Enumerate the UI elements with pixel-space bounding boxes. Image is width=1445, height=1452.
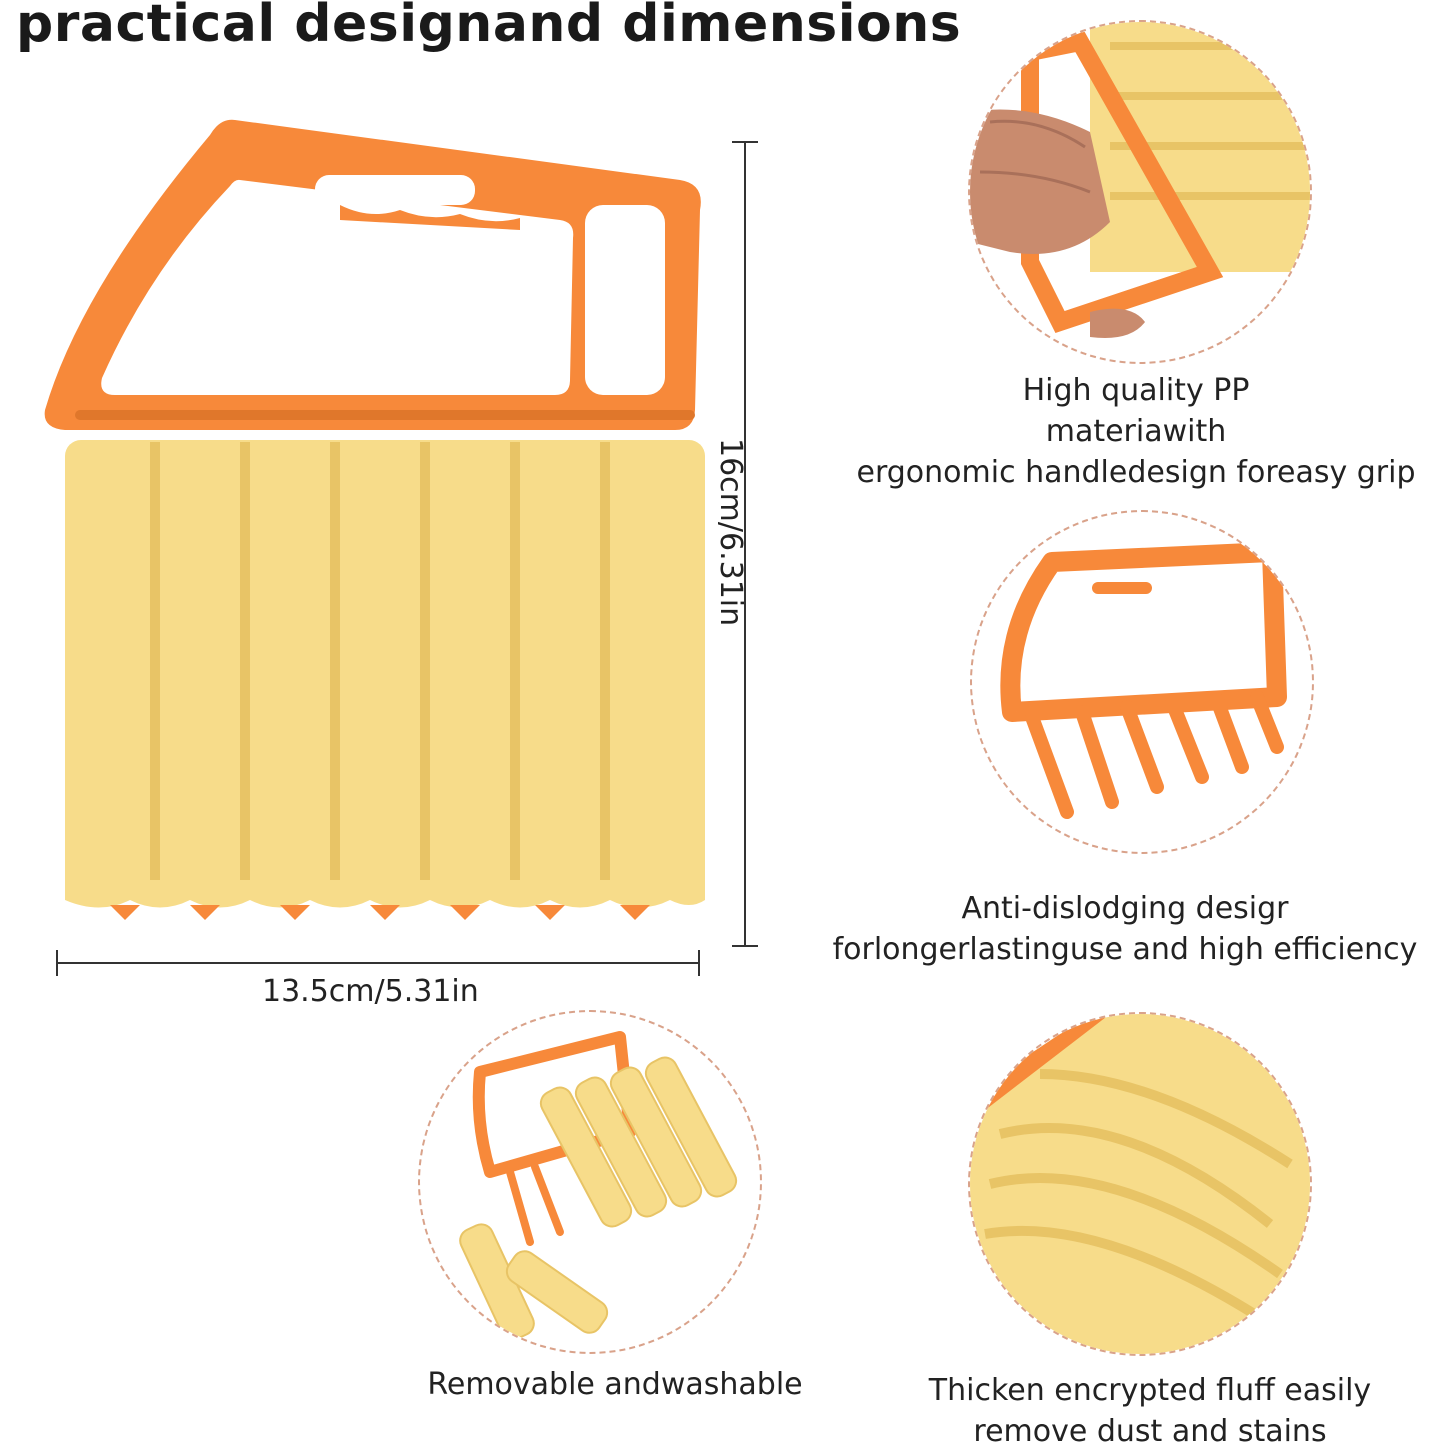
fluff-closeup-image — [970, 1014, 1310, 1354]
caption-line: remove dust and stains — [973, 1414, 1327, 1449]
caption-line: Anti-dislodging desigr — [961, 891, 1289, 926]
width-label: 13.5cm/5.31in — [262, 974, 479, 1009]
orange-tips — [110, 905, 650, 920]
caption-line: Thicken encrypted fluff easily — [928, 1373, 1372, 1408]
feature-circle-removable — [418, 1010, 762, 1354]
feature-circle-grip — [968, 20, 1312, 364]
page-title: practical designand dimensions — [16, 0, 962, 54]
caption-line: Removable andwashable — [427, 1367, 803, 1402]
width-dimension-line — [55, 948, 701, 978]
fluff-sleeves — [65, 440, 705, 908]
feature-circle-frame — [970, 510, 1314, 854]
feature-caption-grip: High quality PP materiawith ergonomic ha… — [836, 370, 1436, 493]
main-product-image — [40, 110, 720, 930]
feature-caption-removable: Removable andwashable — [390, 1364, 840, 1405]
hand-grip-image — [970, 22, 1310, 338]
removable-sleeves-image — [459, 1031, 738, 1341]
orange-handle — [44, 119, 701, 430]
caption-line: forlongerlastinguse and high efficiency — [832, 932, 1418, 967]
caption-line: ergonomic handledesign foreasy grip — [856, 455, 1416, 490]
feature-caption-frame: Anti-dislodging desigr forlongerlastingu… — [810, 888, 1440, 970]
height-label: 16cm/6.31in — [713, 438, 748, 627]
caption-line: materiawith — [1045, 414, 1227, 449]
blind-cleaner-brush-illustration — [44, 119, 705, 920]
feature-caption-fluff: Thicken encrypted fluff easily remove du… — [880, 1370, 1420, 1452]
caption-line: High quality PP — [1022, 373, 1250, 408]
height-dimension-line — [730, 140, 760, 948]
feature-circle-fluff — [968, 1012, 1312, 1356]
orange-frame-image — [1000, 542, 1287, 819]
